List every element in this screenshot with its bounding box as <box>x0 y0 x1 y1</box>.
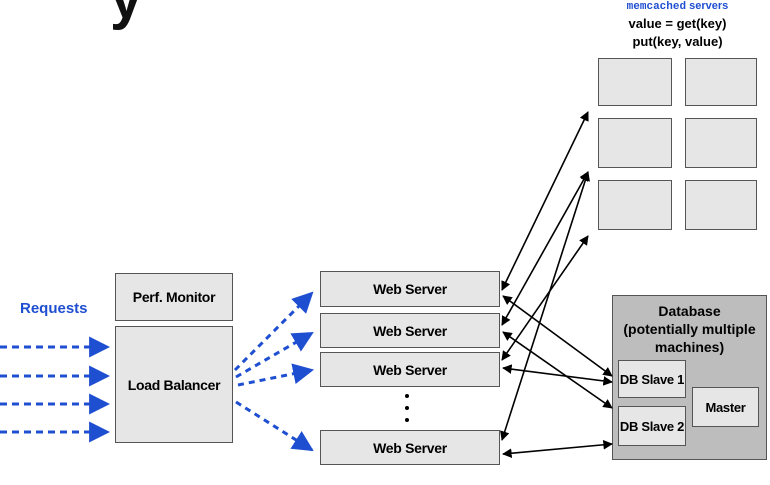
database-title-line-3: machines) <box>654 339 725 355</box>
db-slave-2-box: DB Slave 2 <box>618 406 686 446</box>
web-server-2: Web Server <box>320 313 500 348</box>
requests-label: Requests <box>20 300 88 317</box>
perf-monitor-box: Perf. Monitor <box>115 273 233 321</box>
cache-link <box>501 111 589 291</box>
web-server-1: Web Server <box>320 271 500 307</box>
cache-link <box>500 171 590 441</box>
ellipsis-dot <box>405 406 409 410</box>
web-server-3: Web Server <box>320 352 500 387</box>
lb-arrow <box>235 331 314 379</box>
memcached-server-6 <box>685 180 757 230</box>
db-link <box>502 440 613 458</box>
memcached-server-5 <box>598 180 672 230</box>
memcached-put-api: put(key, value) <box>632 34 723 49</box>
memcached-server-2 <box>685 58 757 106</box>
lb-arrow <box>233 291 314 372</box>
ellipsis-dot <box>405 418 409 422</box>
ellipsis-dot <box>405 394 409 398</box>
memcached-suffix: servers <box>686 0 729 12</box>
db-link <box>502 364 613 386</box>
memcached-server-1 <box>598 58 672 106</box>
memcached-server-4 <box>685 118 757 168</box>
memcached-header: memcached servers <box>600 0 755 14</box>
memcached-name: memcached <box>626 1 687 13</box>
slide-title-fragment: y <box>110 0 142 28</box>
cache-link <box>501 235 589 361</box>
memcached-get-api: value = get(key) <box>628 16 727 31</box>
lb-arrow <box>237 363 315 387</box>
database-title-line-2: (potentially multiple <box>623 321 756 337</box>
lb-arrow <box>235 400 314 452</box>
db-slave-1-box: DB Slave 1 <box>618 360 686 398</box>
load-balancer-box: Load Balancer <box>115 326 233 443</box>
database-title: Database (potentially multiple machines) <box>613 302 766 356</box>
database-title-line-1: Database <box>658 303 721 319</box>
cache-link <box>501 171 589 326</box>
memcached-server-3 <box>598 118 672 168</box>
web-server-4: Web Server <box>320 430 500 465</box>
master-box: Master <box>692 387 759 427</box>
